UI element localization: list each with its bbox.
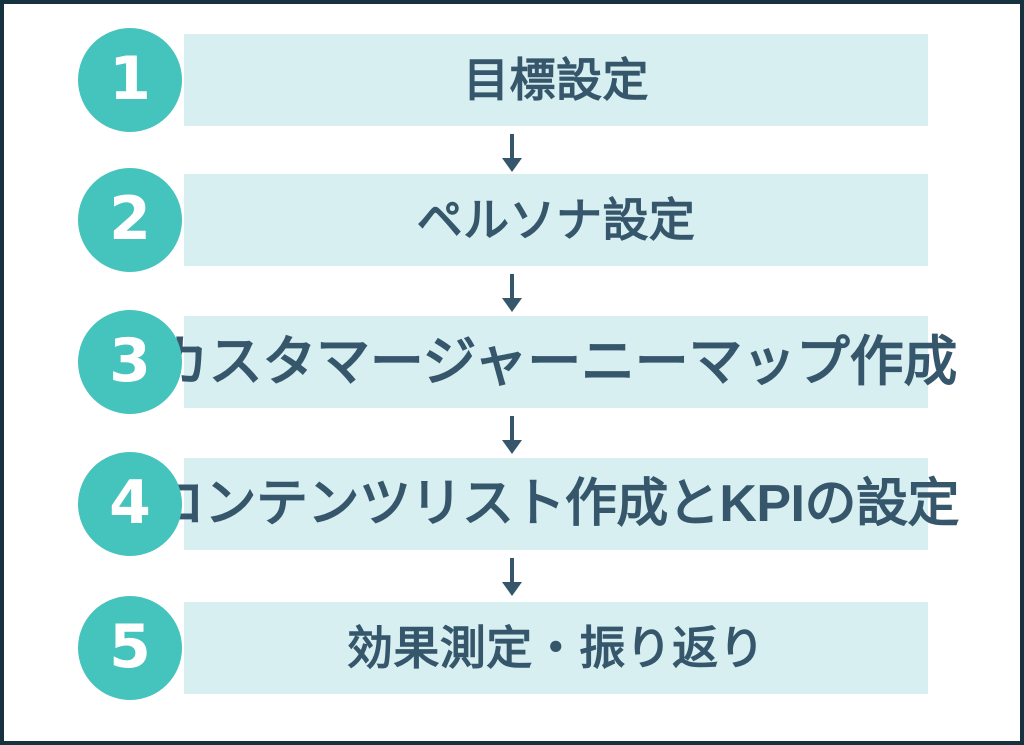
flow-step-2-badge: 2 bbox=[78, 168, 182, 272]
flow-step-1-label: 目標設定 bbox=[463, 54, 649, 106]
flow-step-1-number: 1 bbox=[109, 44, 151, 114]
flow-step-4-label: コンテンツリスト作成とKPIの設定 bbox=[153, 475, 959, 533]
flow-step-3[interactable]: カスタマージャーニーマップ作成 3 bbox=[4, 310, 1020, 414]
connector-arrow-4 bbox=[4, 558, 1020, 598]
flow-steps-list: 目標設定 1 ペルソナ設定 2 bbox=[4, 4, 1020, 741]
connector-arrow-2 bbox=[4, 274, 1020, 314]
flow-step-1-bar: 目標設定 bbox=[184, 34, 928, 126]
flow-step-5-badge: 5 bbox=[78, 596, 182, 700]
flow-step-5[interactable]: 効果測定・振り返り 5 bbox=[4, 596, 1020, 700]
flow-step-3-badge: 3 bbox=[78, 310, 182, 414]
flow-step-5-bar: 効果測定・振り返り bbox=[184, 602, 928, 694]
flow-step-5-number: 5 bbox=[109, 612, 151, 682]
connector-arrow-1 bbox=[4, 134, 1020, 174]
arrow-down-icon bbox=[502, 416, 522, 454]
connector-arrow-3 bbox=[4, 416, 1020, 456]
flow-step-4-bar: コンテンツリスト作成とKPIの設定 bbox=[153, 458, 959, 550]
flow-step-3-bar: カスタマージャーニーマップ作成 bbox=[155, 316, 957, 408]
flow-step-2[interactable]: ペルソナ設定 2 bbox=[4, 168, 1020, 272]
flow-step-1[interactable]: 目標設定 1 bbox=[4, 28, 1020, 132]
flow-step-3-label: カスタマージャーニーマップ作成 bbox=[154, 332, 958, 392]
arrow-down-icon bbox=[502, 274, 522, 312]
flow-step-1-badge: 1 bbox=[78, 28, 182, 132]
flow-step-2-number: 2 bbox=[109, 184, 151, 254]
flow-step-2-label: ペルソナ設定 bbox=[416, 194, 696, 246]
flow-step-2-bar: ペルソナ設定 bbox=[184, 174, 928, 266]
flow-step-4-number: 4 bbox=[109, 468, 151, 538]
arrow-down-icon bbox=[502, 134, 522, 172]
flow-step-4-badge: 4 bbox=[78, 452, 182, 556]
flow-step-5-label: 効果測定・振り返り bbox=[346, 622, 766, 674]
flow-step-4[interactable]: コンテンツリスト作成とKPIの設定 4 bbox=[4, 452, 1020, 556]
flow-step-3-number: 3 bbox=[109, 326, 151, 396]
arrow-down-icon bbox=[502, 558, 522, 596]
